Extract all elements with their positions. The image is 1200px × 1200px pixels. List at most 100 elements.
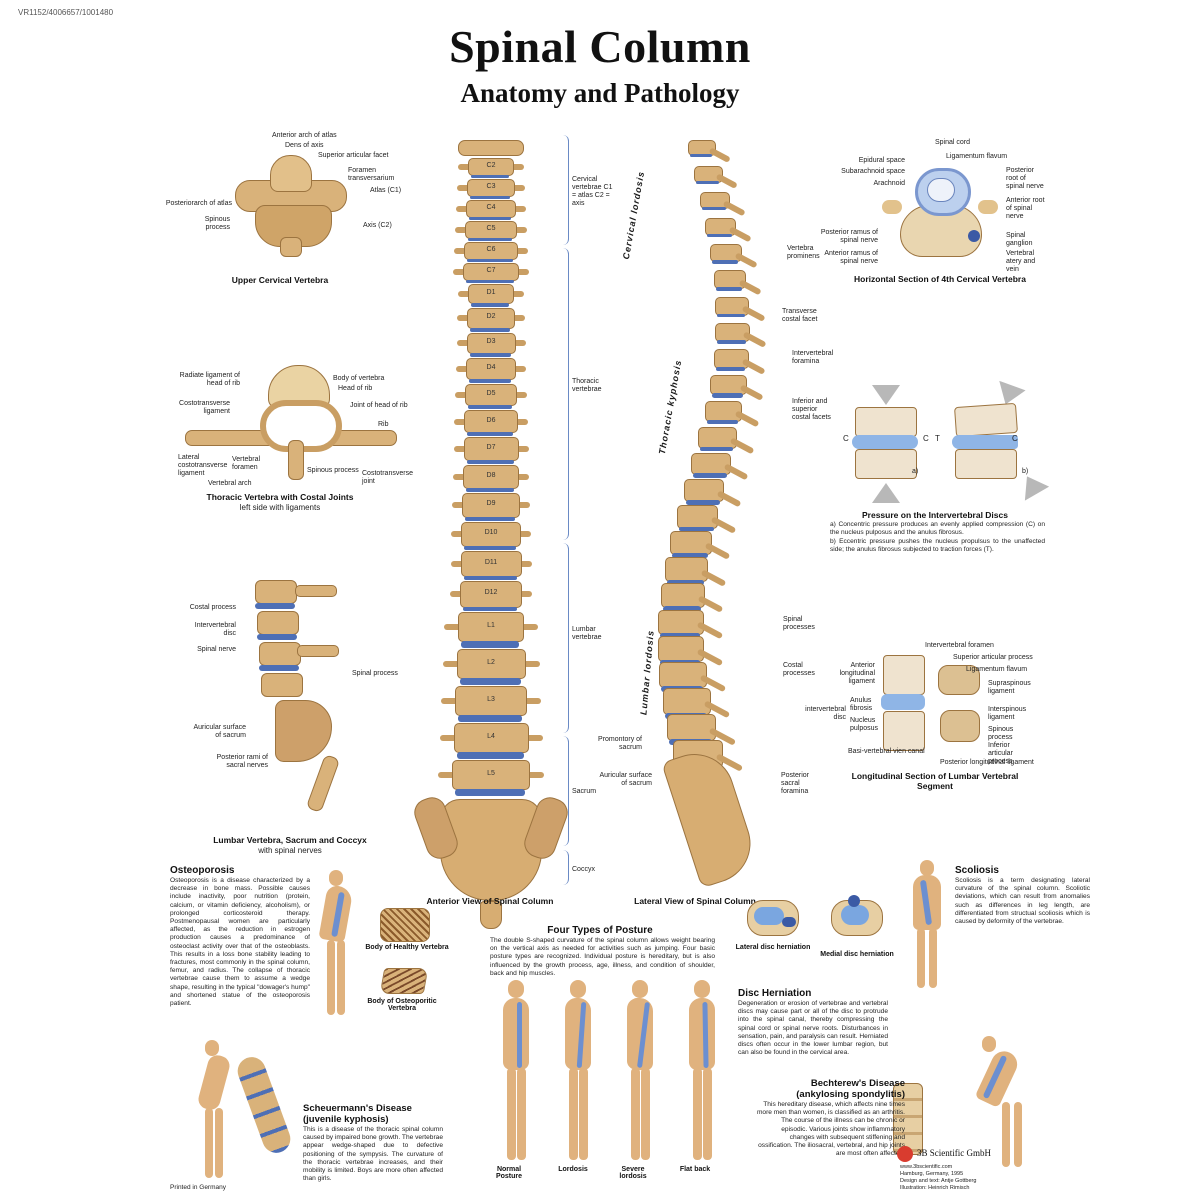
head xyxy=(632,980,648,998)
atlas-vertebra xyxy=(458,140,524,156)
disc-below-c2 xyxy=(471,175,509,178)
vertebra-l4: L4 xyxy=(439,722,543,753)
posture-flat-back-label: Flat back xyxy=(679,1166,711,1173)
lumbar-sacrum-caption-sub: with spinal nerves xyxy=(258,846,322,855)
lateral-disc xyxy=(706,420,739,425)
vertebra-d11: D11 xyxy=(450,551,532,577)
page-title: Spinal Column xyxy=(449,21,751,72)
bracket-lumbar xyxy=(563,543,569,733)
pressure-text-b: b) Eccentric pressure pushes the nucleus… xyxy=(830,538,1045,554)
lateral-spinous-process xyxy=(738,279,763,296)
label-anulus: Anulus fibrosis xyxy=(850,697,873,712)
disc-below-c7 xyxy=(466,280,514,283)
region-lumbar: Lumbar vertebrae xyxy=(572,626,602,641)
osteoporosis-text: Osteoporosis is a disease characterized … xyxy=(170,877,310,1008)
disc-below-c6 xyxy=(467,259,513,262)
mark-c-3: C xyxy=(1012,434,1018,443)
upper-cervical-figure xyxy=(230,145,350,260)
mark-c-1: C xyxy=(843,434,849,443)
thoracic-caption: Thoracic Vertebra with Costal Joints xyxy=(206,492,354,502)
posture-figure xyxy=(681,980,721,1165)
disc-below-d12 xyxy=(462,606,518,611)
label-epidural-space: Epidural space xyxy=(858,157,905,164)
label-posterior-root: Posterior root of spinal nerve xyxy=(1006,167,1044,190)
lateral-disc xyxy=(662,606,701,612)
label-inferior-articular: Inferior articular process xyxy=(988,742,1013,765)
lateral-disc xyxy=(711,393,743,398)
label-ligamentum-flavum-l: Ligamentum flavum xyxy=(966,666,1028,673)
longitudinal-section-figure xyxy=(878,650,988,760)
region-coccyx: Coccyx xyxy=(572,866,595,873)
mark-c-2: C xyxy=(923,434,929,443)
leg-right xyxy=(641,1068,650,1160)
posture-lordosis-label: Lordosis xyxy=(558,1166,588,1173)
lateral-disc xyxy=(715,366,746,371)
horizontal-section-figure xyxy=(880,160,1000,260)
lumbar-sacrum-caption: Lumbar Vertebra, Sacrum and Coccyx xyxy=(213,835,367,845)
lateral-vertebra xyxy=(683,479,725,502)
label-lateral-costotransverse: Lateral costotransverse ligament xyxy=(178,454,228,477)
anterior-caption: Anterior View of Spinal Column xyxy=(426,896,554,906)
label-anterior-longitudinal: Anterior longitudinal ligament xyxy=(839,662,875,685)
label-anterior-ramus: Anterior ramus of spinal nerve xyxy=(824,250,878,265)
vertebra-c3: C3 xyxy=(457,179,525,197)
lateral-disc xyxy=(712,260,738,264)
disc-below-c3 xyxy=(470,196,510,199)
lateral-vertebra xyxy=(667,713,717,742)
vertebra-c4: C4 xyxy=(456,200,526,218)
lateral-disc xyxy=(689,154,712,157)
osteoporotic-vertebra-image xyxy=(379,968,429,994)
healthy-vertebra-caption: Body of Healthy Vertebra xyxy=(365,944,449,951)
label-costal-facets: Inferior and superior costal facets xyxy=(792,398,831,421)
lateral-vertebra xyxy=(660,583,705,609)
vertebra-d1: D1 xyxy=(458,284,524,304)
lateral-disc xyxy=(695,180,719,184)
lumbar-sacrum-figure xyxy=(245,575,355,815)
lateral-disc xyxy=(715,287,743,291)
vertebra-d2: D2 xyxy=(457,308,525,329)
label-anterior-arch: Anterior arch of atlas xyxy=(272,132,337,139)
lateral-herniation-image xyxy=(742,895,802,945)
publisher-location: Hamburg, Germany, 1995 xyxy=(900,1171,964,1177)
label-posterior-rami: Posterior rami of sacral nerves xyxy=(216,754,268,769)
bechterew-heading: Bechterew's Disease (ankylosing spondyli… xyxy=(796,1078,905,1100)
scoliosis-heading: Scoliosis xyxy=(955,865,999,876)
medial-herniation-image xyxy=(826,895,886,945)
label-basivertebral: Basi-vertebral vien canal xyxy=(848,748,925,755)
label-vertebral-artery: Vertebral atery and vein xyxy=(1006,250,1036,273)
label-spinal-processes: Spinal processes xyxy=(783,616,815,631)
leg-left xyxy=(569,1068,578,1160)
vertebra-label: C6 xyxy=(486,246,496,253)
label-costotransverse-joint: Costotransverse joint xyxy=(362,470,413,485)
lateral-disc xyxy=(701,207,726,211)
lateral-disc xyxy=(671,553,709,559)
label-subarachnoid-space: Subarachnoid space xyxy=(841,168,905,175)
label-auricular-surface-l: Auricular surface of sacrum xyxy=(193,724,246,739)
label-posterior-longitudinal: Posterior longitudinal ligament xyxy=(940,759,1034,766)
label-promontory: Promontory of sacrum xyxy=(598,736,642,751)
publisher-name: 3B Scientific GmbH xyxy=(917,1148,991,1158)
label-superior-facet: Superior articular facet xyxy=(318,152,389,159)
thoracic-caption-sub: left side with ligaments xyxy=(239,503,321,512)
lateral-vertebra xyxy=(664,557,708,582)
region-thoracic: Thoracic vertebrae xyxy=(572,378,602,393)
lateral-disc xyxy=(678,526,714,532)
posture-figures xyxy=(480,980,730,1175)
scheuermann-heading: Scheuermann's Disease (juvenile kyphosis… xyxy=(303,1103,412,1125)
vertebra-label: D5 xyxy=(486,389,496,397)
medial-herniation-caption: Medial disc herniation xyxy=(820,951,894,958)
leg-left xyxy=(693,1068,702,1160)
disc-below-c4 xyxy=(469,217,511,220)
vertebra-l5: L5 xyxy=(438,759,544,790)
label-ligamentum-flavum-h: Ligamentum flavum xyxy=(946,153,1008,160)
osteoporotic-vertebra-caption: Body of Osteoporitic Vertebra xyxy=(367,998,437,1012)
lateral-herniation-caption: Lateral disc herniation xyxy=(735,944,811,951)
mark-a: a) xyxy=(912,468,919,475)
label-auricular-surface-lat: Auricular surface of sacrum xyxy=(599,772,652,787)
bracket-thoracic xyxy=(563,248,569,540)
vertebra-d9: D9 xyxy=(452,492,530,518)
osteoporosis-heading: Osteoporosis xyxy=(170,865,235,876)
vertebra-d12: D12 xyxy=(449,581,533,608)
leg-right xyxy=(517,1068,526,1160)
scheuermann-text: This is a disease of the thoracic spinal… xyxy=(303,1126,443,1183)
